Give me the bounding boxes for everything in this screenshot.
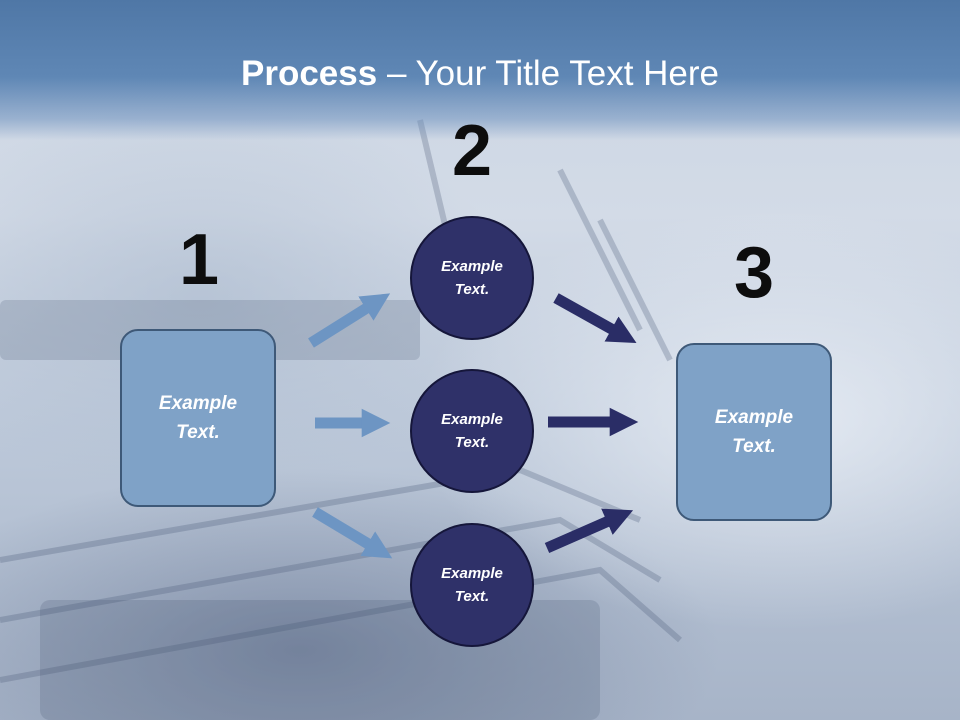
arrow-1-to-bottom	[312, 507, 393, 559]
title-rest: – Your Title Text Here	[377, 54, 719, 93]
title-bold: Process	[241, 54, 378, 93]
slide-title: Process – Your Title Text Here	[0, 52, 960, 96]
circle-top-text: Example Text.	[441, 258, 503, 298]
step-2-circle-bottom[interactable]: Example Text.	[410, 523, 534, 647]
step-number-3: 3	[733, 233, 775, 313]
step-2-circle-top[interactable]: Example Text.	[410, 216, 534, 340]
circle-bottom-text: Example Text.	[441, 565, 503, 605]
step-3-text: Example Text.	[714, 407, 794, 457]
step-1-box[interactable]: Example Text.	[120, 329, 276, 507]
arrow-1-to-top	[308, 293, 391, 348]
step-1-text: Example Text.	[158, 393, 238, 443]
step-2-circle-middle[interactable]: Example Text.	[410, 369, 534, 493]
arrow-top-to-3	[553, 293, 637, 343]
step-number-2: 2	[451, 111, 493, 191]
arrow-bottom-to-3	[544, 508, 634, 554]
circle-middle-text: Example Text.	[441, 411, 503, 451]
step-3-box[interactable]: Example Text.	[676, 343, 832, 521]
header-band	[0, 0, 960, 140]
step-number-1: 1	[178, 220, 220, 300]
